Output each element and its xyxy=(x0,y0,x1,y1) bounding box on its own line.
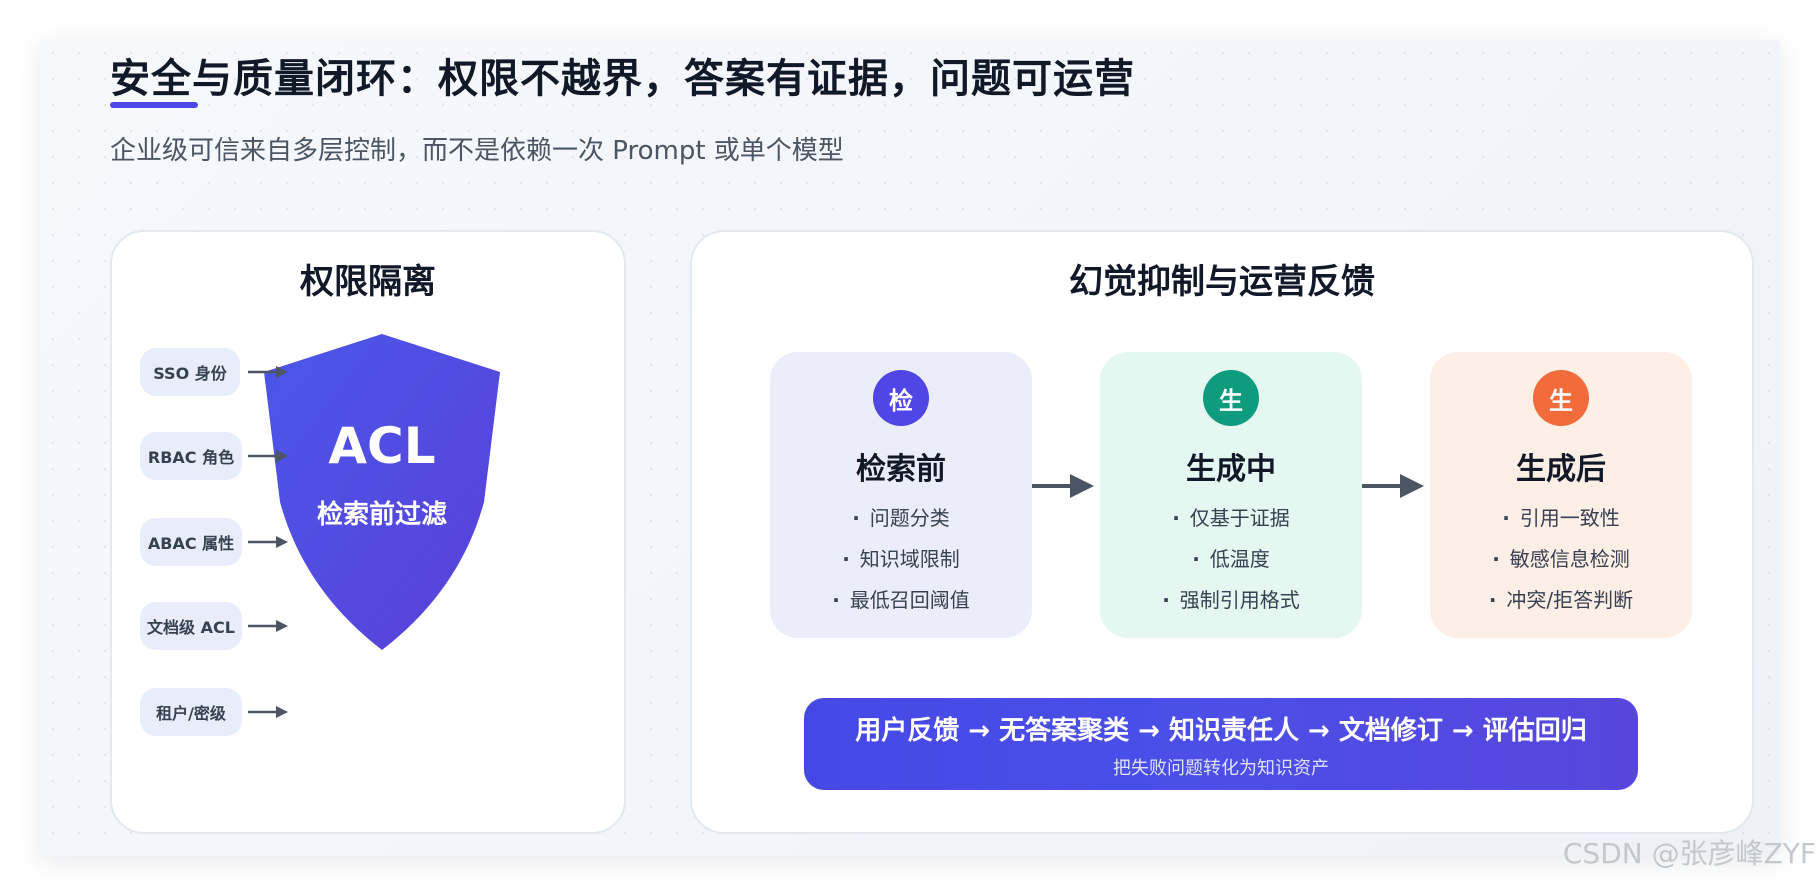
watermark: CSDN @张彦峰ZYF xyxy=(1562,837,1816,870)
list-item: 仅基于证据 xyxy=(1100,498,1362,539)
stage-list: 仅基于证据 低温度 强制引用格式 xyxy=(1100,498,1362,621)
list-item: 问题分类 xyxy=(770,498,1032,539)
list-item: 引用一致性 xyxy=(1430,498,1692,539)
acl-sublabel: 检索前过滤 xyxy=(316,500,447,530)
input-doc-acl: 文档级 ACL xyxy=(140,602,242,650)
arrow-right-icon xyxy=(1032,472,1094,500)
list-item: 强制引用格式 xyxy=(1100,580,1362,621)
feedback-loop-text: 用户反馈 → 无答案聚类 → 知识责任人 → 文档修订 → 评估回归 xyxy=(855,716,1587,746)
input-rbac: RBAC 角色 xyxy=(140,432,242,480)
arrow-right-icon xyxy=(248,705,288,719)
arrow-right-icon xyxy=(248,449,288,463)
page-subtitle: 企业级可信来自多层控制，而不是依赖一次 Prompt 或单个模型 xyxy=(110,136,844,166)
permission-isolation-card: 权限隔离 ACL 检索前过滤 SSO 身份 RBAC 角色 ABAC 属性 文档… xyxy=(110,230,626,834)
arrow-right-icon xyxy=(248,535,288,549)
stage-title: 生成中 xyxy=(1186,452,1276,487)
feedback-loop-subtext: 把失败问题转化为知识资产 xyxy=(1113,758,1329,779)
acl-shield xyxy=(262,332,502,652)
acl-label: ACL xyxy=(328,417,436,475)
list-item: 最低召回阈值 xyxy=(770,580,1032,621)
list-item: 低温度 xyxy=(1100,539,1362,580)
stage-list: 问题分类 知识域限制 最低召回阈值 xyxy=(770,498,1032,621)
feedback-loop-banner: 用户反馈 → 无答案聚类 → 知识责任人 → 文档修订 → 评估回归 把失败问题… xyxy=(804,698,1638,790)
stage-title: 生成后 xyxy=(1516,452,1606,487)
stage-pre-retrieval: 检 检索前 问题分类 知识域限制 最低召回阈值 xyxy=(770,352,1032,638)
input-abac: ABAC 属性 xyxy=(140,518,242,566)
list-item: 敏感信息检测 xyxy=(1430,539,1692,580)
title-underline xyxy=(110,102,198,108)
hallucination-card-title: 幻觉抑制与运营反馈 xyxy=(1069,262,1375,302)
permission-card-title: 权限隔离 xyxy=(300,262,436,302)
slide: 安全与质量闭环：权限不越界，答案有证据，问题可运营 企业级可信来自多层控制，而不… xyxy=(40,40,1780,856)
shield-icon xyxy=(264,334,500,650)
arrow-right-icon xyxy=(248,365,288,379)
page-title: 安全与质量闭环：权限不越界，答案有证据，问题可运营 xyxy=(110,56,1135,102)
stage-badge: 检 xyxy=(873,370,929,426)
stage-generation: 生 生成中 仅基于证据 低温度 强制引用格式 xyxy=(1100,352,1362,638)
stage-post-generation: 生 生成后 引用一致性 敏感信息检测 冲突/拒答判断 xyxy=(1430,352,1692,638)
stage-list: 引用一致性 敏感信息检测 冲突/拒答判断 xyxy=(1430,498,1692,621)
stage-badge: 生 xyxy=(1203,370,1259,426)
stage-badge: 生 xyxy=(1533,370,1589,426)
stage-title: 检索前 xyxy=(856,452,946,487)
arrow-right-icon xyxy=(1362,472,1424,500)
input-sso: SSO 身份 xyxy=(140,348,240,396)
list-item: 冲突/拒答判断 xyxy=(1430,580,1692,621)
input-tenant: 租户/密级 xyxy=(140,688,242,736)
hallucination-control-card: 幻觉抑制与运营反馈 检 检索前 问题分类 知识域限制 最低召回阈值 生 生成中 … xyxy=(690,230,1754,834)
list-item: 知识域限制 xyxy=(770,539,1032,580)
arrow-right-icon xyxy=(248,619,288,633)
